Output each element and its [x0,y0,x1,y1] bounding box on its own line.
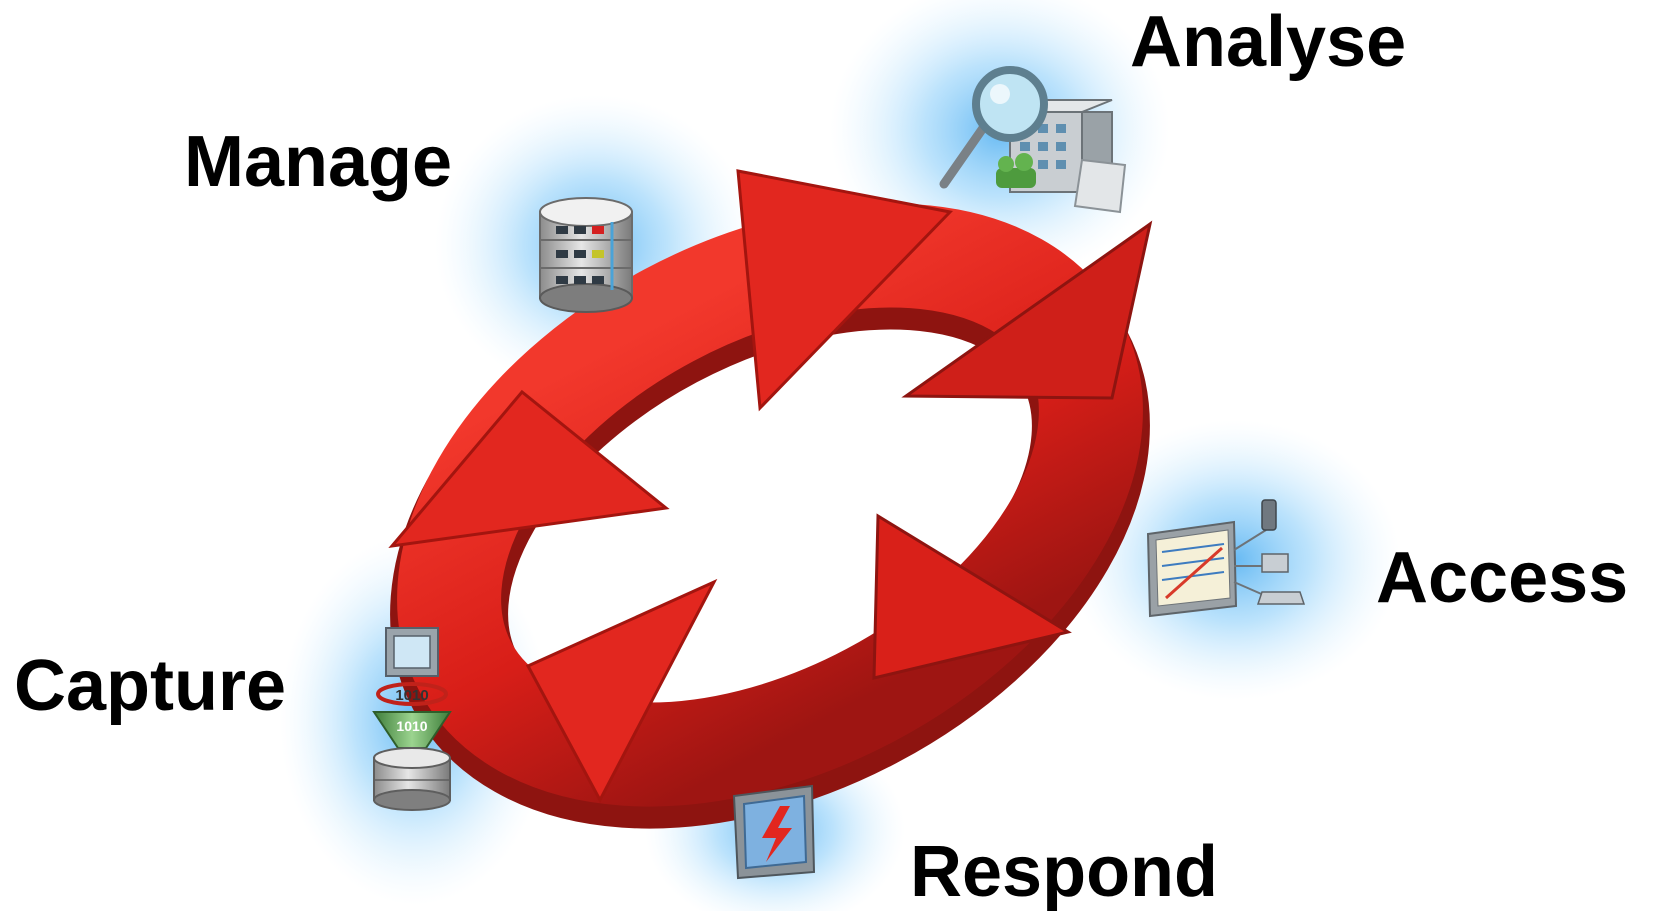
data-funnel-icon: 1010 1010 [372,627,452,811]
stage-label-access: Access [1376,538,1629,618]
svg-text:1010: 1010 [396,718,427,734]
alert-panel-icon [732,784,816,880]
stage-label-capture: Capture [14,646,287,726]
stage-label-manage: Manage [184,122,453,202]
arrow-head-right [901,220,1153,400]
monitor-devices-icon [1146,499,1306,618]
arrow-head-bottom-right [872,513,1072,680]
magnifier-building-icon [939,66,1127,214]
svg-text:1010: 1010 [395,687,428,704]
arrow-head-bottom [525,578,718,804]
stage-label-analyse: Analyse [1130,2,1407,82]
arrow-head-top [736,169,954,412]
cycle-arrows [388,169,1153,829]
stage-label-respond: Respond [910,832,1219,912]
database-icon [539,197,633,313]
arrow-head-left [388,389,670,549]
